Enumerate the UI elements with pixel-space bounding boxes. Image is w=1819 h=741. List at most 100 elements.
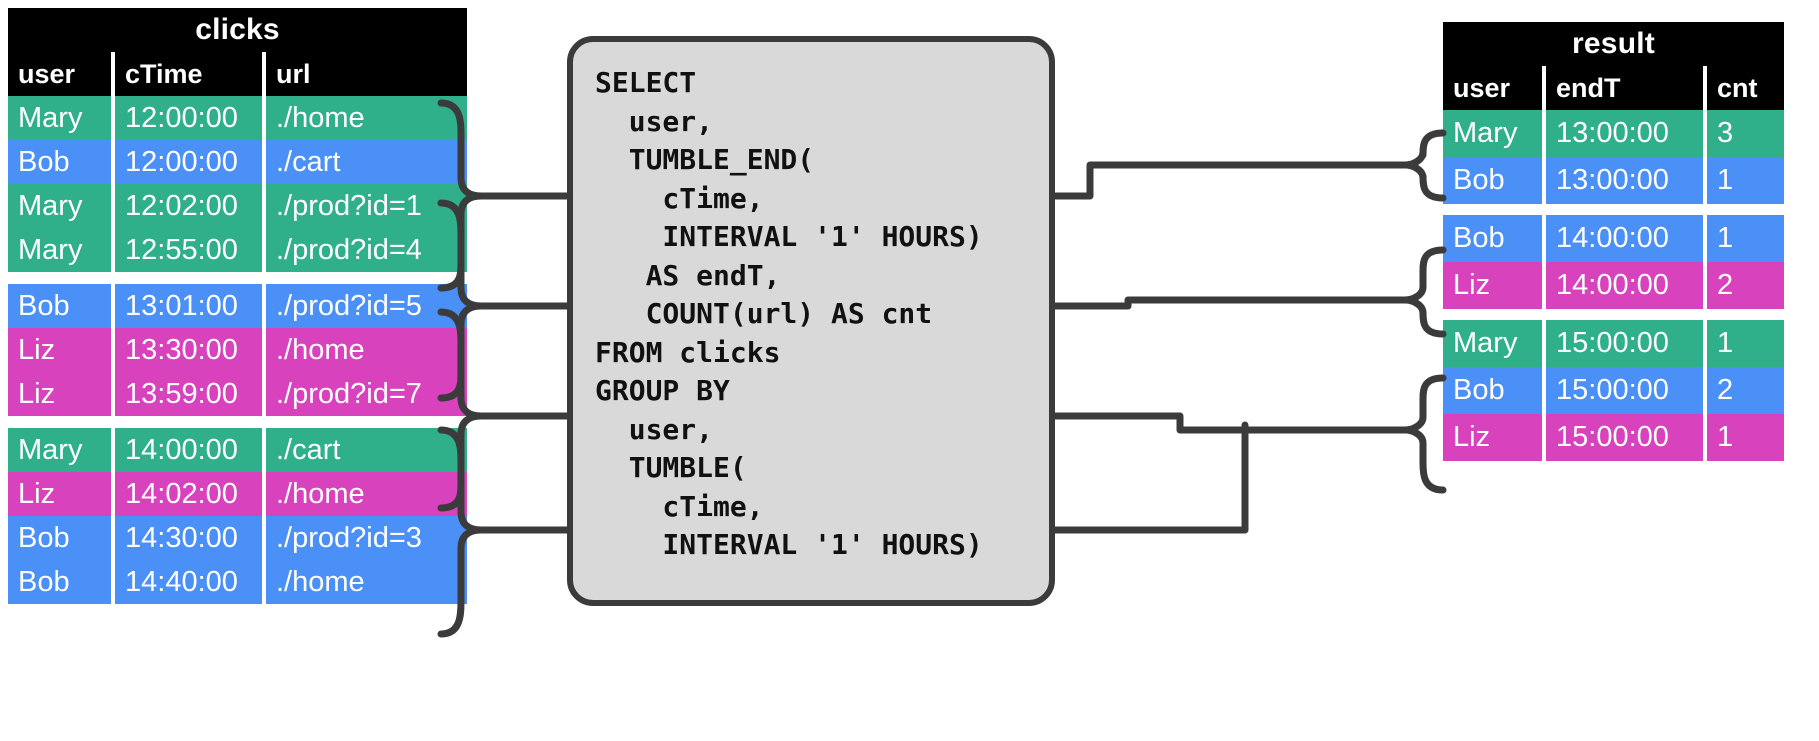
cell-user: Bob [8, 516, 111, 560]
cell-divider [1703, 215, 1707, 262]
table-row: Bob 12:00:00 ./cart [8, 140, 467, 184]
cell-endt: 15:00:00 [1546, 320, 1703, 367]
result-header-row: user endT cnt [1443, 66, 1784, 110]
cell-ctime: 14:40:00 [115, 560, 262, 604]
connector-output-stem-3 [1051, 412, 1409, 434]
cell-divider [1703, 157, 1707, 204]
cell-cnt: 2 [1707, 367, 1784, 414]
table-row: Mary 12:02:00 ./prod?id=1 [8, 184, 467, 228]
cell-cnt: 2 [1707, 262, 1784, 309]
result-header-divider-1 [1542, 66, 1546, 110]
cell-divider [111, 472, 115, 516]
group-gap [1443, 204, 1784, 215]
cell-ctime: 12:02:00 [115, 184, 262, 228]
result-table-body: result user endT cnt Mary 13:00:00 3 Bob [1443, 22, 1784, 461]
connector-result-group-1 [1401, 129, 1447, 202]
cell-user: Bob [8, 140, 111, 184]
cell-divider [111, 560, 115, 604]
clicks-header-row: user cTime url [8, 52, 467, 96]
cell-user: Bob [1443, 157, 1542, 204]
table-row: Bob 14:30:00 ./prod?id=3 [8, 516, 467, 560]
cell-url: ./home [266, 328, 467, 372]
cell-ctime: 12:00:00 [115, 140, 262, 184]
cell-endt: 14:00:00 [1546, 215, 1703, 262]
result-column-header-user: user [1443, 66, 1542, 110]
cell-divider [1542, 414, 1546, 461]
table-row: Bob 13:00:00 1 [1443, 157, 1784, 204]
cell-divider [111, 184, 115, 228]
cell-user: Bob [1443, 215, 1542, 262]
cell-divider [262, 96, 266, 140]
connector-result-group-2 [1401, 246, 1447, 338]
cell-divider [111, 140, 115, 184]
clicks-header-divider-1 [111, 52, 115, 96]
clicks-table: clicks user cTime url Mary 12:00:00 ./ho… [8, 8, 467, 604]
table-row: Mary 12:55:00 ./prod?id=4 [8, 228, 467, 272]
cell-divider [111, 328, 115, 372]
table-row: Bob 14:00:00 1 [1443, 215, 1784, 262]
cell-url: ./prod?id=1 [266, 184, 467, 228]
clicks-column-header-ctime: cTime [115, 52, 262, 96]
sql-query-text: SELECT user, TUMBLE_END( cTime, INTERVAL… [595, 66, 983, 561]
cell-divider [1542, 320, 1546, 367]
table-row: Mary 12:00:00 ./home [8, 96, 467, 140]
result-table-title: result [1443, 22, 1784, 66]
cell-user: Bob [1443, 367, 1542, 414]
cell-user: Mary [8, 228, 111, 272]
table-row: Mary 13:00:00 3 [1443, 110, 1784, 157]
cell-divider [262, 328, 266, 372]
cell-divider [262, 560, 266, 604]
cell-cnt: 1 [1707, 215, 1784, 262]
connector-output-stem-1 [1051, 161, 1409, 200]
table-row: Bob 13:01:00 ./prod?id=5 [8, 284, 467, 328]
cell-divider [111, 516, 115, 560]
clicks-table-body: clicks user cTime url Mary 12:00:00 ./ho… [8, 8, 467, 604]
cell-user: Liz [8, 372, 111, 416]
cell-ctime: 13:30:00 [115, 328, 262, 372]
cell-user: Liz [1443, 262, 1542, 309]
table-row: Liz 13:59:00 ./prod?id=7 [8, 372, 467, 416]
cell-divider [262, 184, 266, 228]
cell-divider [1542, 215, 1546, 262]
cell-divider [262, 140, 266, 184]
connector-output-stem-4 [1051, 421, 1249, 534]
cell-user: Bob [8, 560, 111, 604]
table-row: Mary 15:00:00 1 [1443, 320, 1784, 367]
cell-ctime: 12:00:00 [115, 96, 262, 140]
cell-ctime: 14:02:00 [115, 472, 262, 516]
cell-endt: 13:00:00 [1546, 157, 1703, 204]
cell-divider [262, 284, 266, 328]
result-column-header-cnt: cnt [1707, 66, 1784, 110]
cell-url: ./cart [266, 140, 467, 184]
cell-divider [111, 372, 115, 416]
clicks-table-title: clicks [8, 8, 467, 52]
table-row: Bob 15:00:00 2 [1443, 367, 1784, 414]
sql-query-box: SELECT user, TUMBLE_END( cTime, INTERVAL… [567, 36, 1055, 606]
table-row: Liz 14:00:00 2 [1443, 262, 1784, 309]
cell-ctime: 14:00:00 [115, 428, 262, 472]
cell-user: Liz [8, 472, 111, 516]
cell-divider [1703, 110, 1707, 157]
cell-divider [111, 428, 115, 472]
cell-ctime: 13:59:00 [115, 372, 262, 416]
cell-url: ./prod?id=5 [266, 284, 467, 328]
cell-divider [1703, 320, 1707, 367]
cell-cnt: 3 [1707, 110, 1784, 157]
clicks-column-header-url: url [266, 52, 467, 96]
cell-user: Mary [8, 184, 111, 228]
cell-divider [1703, 262, 1707, 309]
group-gap [1443, 309, 1784, 320]
cell-user: Liz [8, 328, 111, 372]
table-row: Bob 14:40:00 ./home [8, 560, 467, 604]
cell-divider [1703, 367, 1707, 414]
cell-divider [262, 228, 266, 272]
cell-user: Mary [8, 428, 111, 472]
cell-url: ./prod?id=4 [266, 228, 467, 272]
result-column-header-endt: endT [1546, 66, 1703, 110]
cell-ctime: 12:55:00 [115, 228, 262, 272]
table-row: Liz 15:00:00 1 [1443, 414, 1784, 461]
table-row: Mary 14:00:00 ./cart [8, 428, 467, 472]
cell-divider [1542, 262, 1546, 309]
cell-user: Mary [1443, 320, 1542, 367]
